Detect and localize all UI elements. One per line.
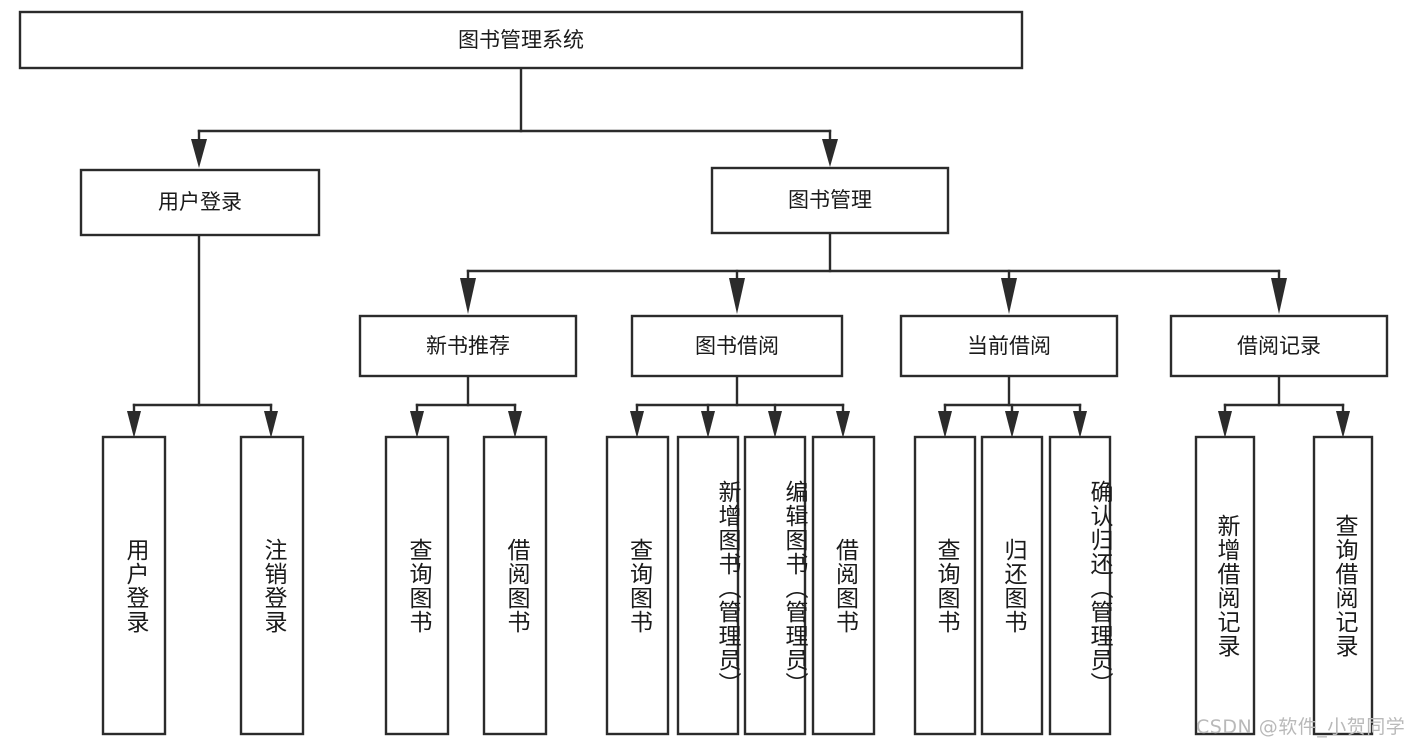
arrow-head-leaf-user-login bbox=[127, 411, 141, 438]
connectors-group bbox=[127, 66, 1350, 438]
node-leaf-query-book-2[interactable] bbox=[605, 435, 670, 736]
arrow-head-borrow-record bbox=[1271, 278, 1287, 314]
arrow-head-leaf-borrow-book-2 bbox=[836, 411, 850, 438]
node-book-manage[interactable] bbox=[710, 166, 950, 235]
node-leaf-borrow-book-2[interactable] bbox=[811, 435, 876, 736]
node-leaf-user-login[interactable] bbox=[101, 435, 167, 736]
horizontal-labels-group: 图书管理系统 用户登录 图书管理 新书推荐 图书借阅 当前借阅 借阅记录 bbox=[158, 28, 1321, 358]
node-leaf-edit-book[interactable] bbox=[743, 435, 807, 736]
node-book-borrow[interactable] bbox=[630, 314, 844, 378]
arrow-head-leaf-logout-login bbox=[264, 411, 278, 438]
arrow-head-book-manage bbox=[822, 139, 838, 167]
label-new-book-recommend: 新书推荐 bbox=[426, 334, 510, 358]
node-leaf-logout-login[interactable] bbox=[239, 435, 305, 736]
arrow-head-leaf-query-record bbox=[1336, 411, 1350, 438]
arrow-head-user-login bbox=[191, 139, 207, 168]
arrow-head-leaf-query-book-2 bbox=[630, 411, 644, 438]
label-borrow-record: 借阅记录 bbox=[1237, 334, 1321, 358]
label-current-borrow: 当前借阅 bbox=[967, 334, 1051, 358]
node-new-book-recommend[interactable] bbox=[358, 314, 578, 378]
arrow-head-leaf-query-book-3 bbox=[938, 411, 952, 438]
arrow-head-leaf-return-book bbox=[1005, 411, 1019, 438]
node-leaf-add-record[interactable] bbox=[1194, 435, 1256, 736]
node-leaf-query-book-1[interactable] bbox=[384, 435, 450, 736]
label-user-login: 用户登录 bbox=[158, 190, 242, 214]
node-leaf-add-book[interactable] bbox=[676, 435, 740, 736]
arrow-head-leaf-borrow-book-1 bbox=[508, 411, 522, 438]
label-book-manage: 图书管理 bbox=[788, 188, 872, 212]
node-root[interactable] bbox=[18, 10, 1024, 70]
node-current-borrow[interactable] bbox=[899, 314, 1119, 378]
arrow-head-new-book-recommend bbox=[460, 278, 476, 314]
arrow-head-leaf-confirm-return bbox=[1073, 411, 1087, 438]
node-leaf-borrow-book-1[interactable] bbox=[482, 435, 548, 736]
label-book-borrow: 图书借阅 bbox=[695, 334, 779, 358]
node-leaf-query-book-3[interactable] bbox=[913, 435, 977, 736]
arrow-head-book-borrow bbox=[729, 278, 745, 314]
arrow-head-leaf-add-book bbox=[701, 411, 715, 438]
node-leaf-confirm-return[interactable] bbox=[1048, 435, 1112, 736]
csdn-watermark: CSDN @软件_小贺同学 bbox=[1196, 716, 1405, 738]
arrow-head-leaf-edit-book bbox=[768, 411, 782, 438]
arrow-head-current-borrow bbox=[1001, 278, 1017, 314]
node-user-login[interactable] bbox=[79, 168, 321, 237]
nodes-group bbox=[18, 10, 1389, 736]
node-borrow-record[interactable] bbox=[1169, 314, 1389, 378]
label-root: 图书管理系统 bbox=[458, 28, 584, 52]
node-leaf-query-record[interactable] bbox=[1312, 435, 1374, 736]
arrow-head-leaf-add-record bbox=[1218, 411, 1232, 438]
node-leaf-return-book[interactable] bbox=[980, 435, 1044, 736]
arrow-head-leaf-query-book-1 bbox=[410, 411, 424, 438]
